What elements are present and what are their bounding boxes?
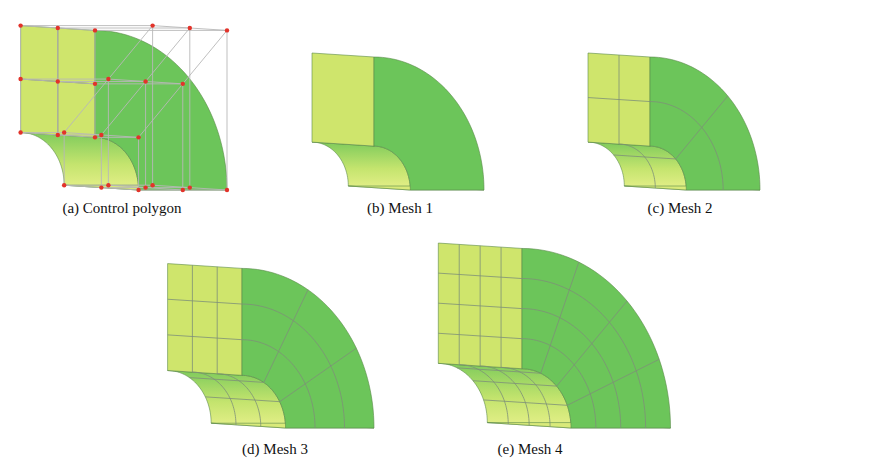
mesh-line — [459, 244, 460, 364]
control-point — [18, 130, 22, 134]
mesh-line — [192, 265, 193, 372]
control-point — [136, 135, 140, 139]
control-point — [143, 185, 147, 189]
figure-caption: (a) Control polygon — [60, 200, 183, 217]
mesh-line — [205, 397, 279, 402]
mesh-line — [650, 102, 723, 190]
side-face — [95, 30, 227, 190]
mesh-line — [95, 30, 227, 190]
control-point — [143, 79, 147, 83]
elbow-figure — [312, 53, 484, 190]
mesh-line — [457, 368, 541, 373]
mesh-line — [21, 133, 95, 138]
control-point — [62, 183, 66, 187]
elbow-figure — [588, 53, 760, 190]
side-face — [374, 57, 484, 190]
control-point — [18, 23, 22, 27]
control-point — [150, 23, 154, 27]
figure-caption: (e) Mesh 4 — [496, 441, 565, 458]
mesh-line — [192, 372, 236, 425]
mesh-line — [459, 365, 508, 424]
elbow-figure — [168, 264, 374, 428]
mesh-line — [21, 79, 95, 84]
mesh-line — [522, 279, 646, 428]
mesh-line — [619, 55, 620, 144]
mesh-line — [619, 144, 655, 188]
mesh-line — [242, 304, 345, 428]
mesh-line — [139, 30, 227, 137]
mesh-line — [280, 348, 357, 401]
mesh-line — [541, 262, 579, 373]
end-face — [438, 243, 522, 369]
mesh-line — [168, 335, 242, 340]
control-point — [188, 185, 192, 189]
control-point — [150, 183, 154, 187]
figure-caption: (d) Mesh 3 — [240, 441, 310, 458]
mesh-line — [153, 185, 227, 190]
figure-caption: (b) Mesh 1 — [365, 200, 435, 217]
control-point — [181, 82, 185, 86]
elbow-figure — [18, 23, 229, 192]
mesh-line — [480, 246, 481, 366]
mesh-line — [438, 273, 522, 278]
figure-caption: (c) Mesh 2 — [646, 200, 715, 217]
control-point — [56, 79, 60, 83]
mesh-line — [108, 79, 182, 84]
mesh-line — [101, 28, 189, 135]
elbow-figure — [438, 243, 670, 428]
mesh-line — [21, 26, 153, 186]
mesh-line — [168, 299, 242, 304]
control-point — [93, 135, 97, 139]
mesh-line — [264, 290, 308, 383]
side-face — [522, 248, 671, 428]
mesh-line — [480, 366, 529, 425]
control-point — [99, 185, 103, 189]
mesh-line — [501, 367, 550, 426]
mesh-line — [58, 28, 190, 188]
control-point — [93, 28, 97, 32]
control-point — [99, 133, 103, 137]
mesh-line — [64, 26, 152, 133]
control-point — [188, 26, 192, 30]
end-face — [588, 53, 650, 146]
mesh-line — [108, 185, 182, 190]
control-point — [106, 77, 110, 81]
end-face — [312, 53, 374, 146]
mesh-line — [21, 133, 65, 186]
control-point — [93, 82, 97, 86]
mesh-line — [21, 26, 95, 31]
mesh-line — [153, 26, 227, 31]
control-point — [225, 28, 229, 32]
mesh-line — [217, 267, 218, 374]
end-face — [168, 264, 242, 376]
control-point — [136, 188, 140, 192]
mesh-line — [189, 378, 263, 383]
control-point — [18, 77, 22, 81]
mesh-line — [64, 133, 138, 138]
control-point — [181, 188, 185, 192]
control-point — [56, 133, 60, 137]
side-face — [650, 57, 760, 190]
control-point — [106, 183, 110, 187]
side-face — [242, 268, 374, 428]
mesh-line — [522, 309, 621, 428]
control-point — [62, 130, 66, 134]
control-point — [56, 26, 60, 30]
mesh-line — [242, 340, 315, 428]
control-point — [225, 188, 229, 192]
